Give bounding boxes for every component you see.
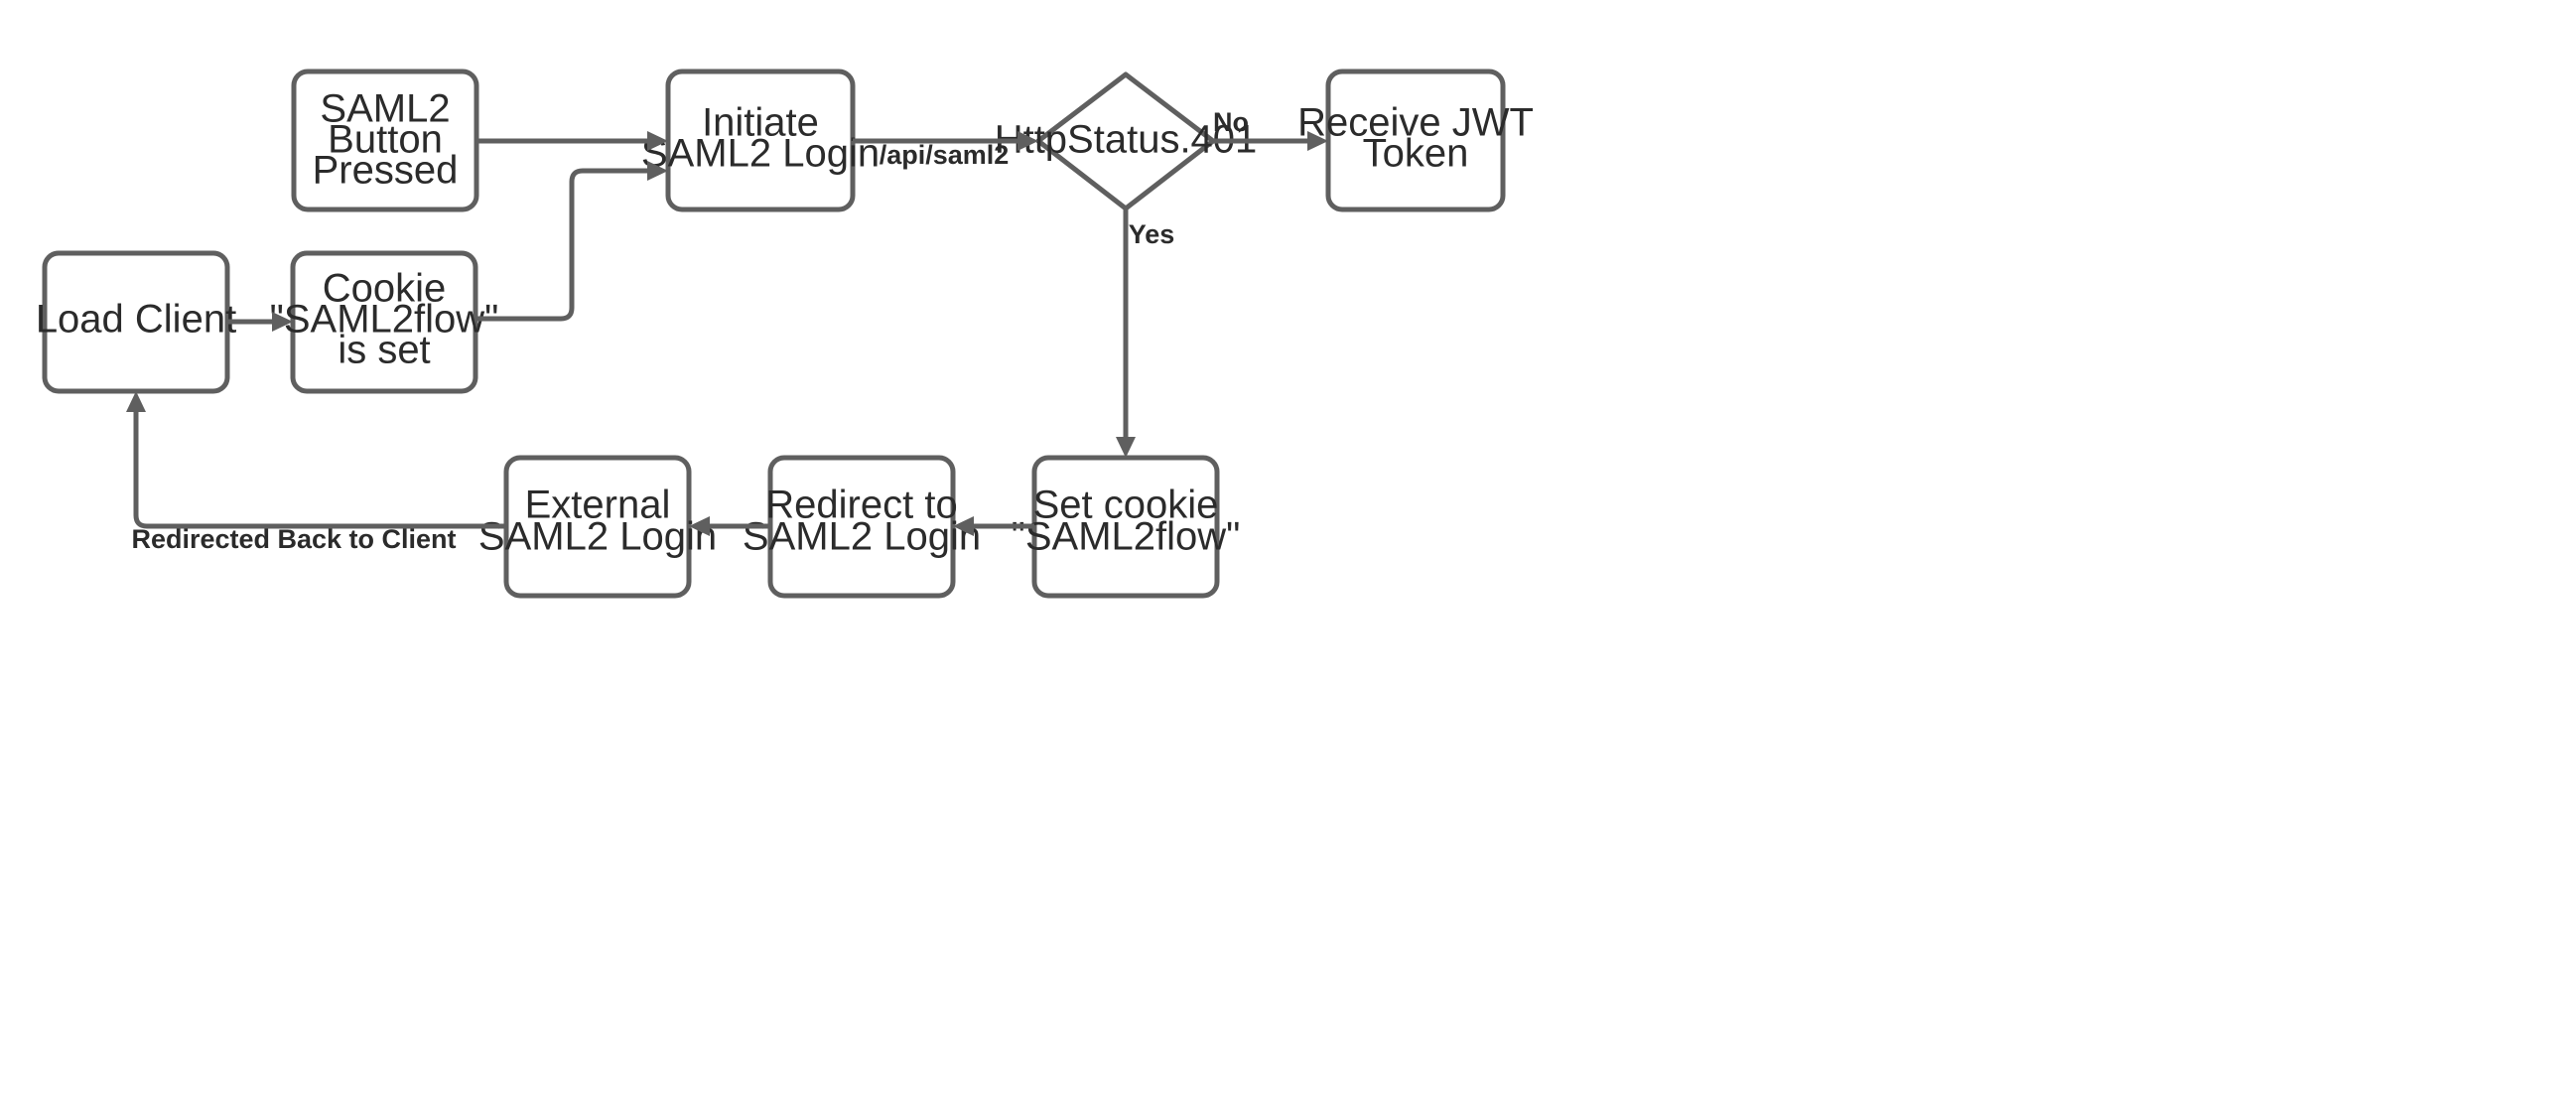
- edge-decision-no-to-jwt: No: [1213, 107, 1328, 151]
- node-label-line: Redirect to: [765, 484, 957, 527]
- node-label-line: SAML2: [320, 87, 450, 131]
- node-label-line: Initiate: [702, 101, 819, 145]
- node-label-line: Receive JWT: [1297, 101, 1534, 145]
- edge-label-redirected-back-to-client: Redirected Back to Client: [131, 524, 456, 554]
- arrowhead-icon: [1307, 131, 1328, 151]
- node-saml2-button-pressed[interactable]: SAML2 Button Pressed: [291, 69, 479, 212]
- edge-label-no: No: [1213, 107, 1249, 137]
- edge-initiate-to-decision: /api/saml2: [853, 131, 1038, 170]
- edge-decision-yes-to-setcookie: Yes: [1116, 208, 1174, 458]
- edge-label-yes: Yes: [1129, 219, 1175, 249]
- edge-label-api-saml2: /api/saml2: [880, 140, 1010, 170]
- edge-loadclient-to-cookie: [227, 312, 293, 332]
- node-label-line: External: [525, 484, 671, 527]
- node-label-line: Load Client: [36, 298, 236, 342]
- node-redirect-to-saml2-login[interactable]: Redirect to SAML2 Login: [743, 455, 981, 599]
- arrowhead-icon: [689, 516, 710, 536]
- node-receive-jwt-token[interactable]: Receive JWT Token: [1297, 69, 1534, 212]
- arrowhead-icon: [126, 391, 146, 412]
- node-cookie-saml2flow-is-set[interactable]: Cookie "SAML2flow" is set: [270, 250, 499, 394]
- edge-path: [475, 168, 651, 322]
- node-label-line: is set: [338, 329, 430, 372]
- arrowhead-icon: [272, 312, 293, 332]
- edge-button-to-initiate: [476, 131, 668, 151]
- edge-redirect-to-external: [689, 516, 770, 536]
- edge-cookie-to-initiate: [475, 161, 668, 322]
- arrowhead-icon: [1017, 131, 1038, 151]
- node-label-line: Button: [328, 118, 443, 162]
- edge-external-to-loadclient: Redirected Back to Client: [126, 391, 506, 554]
- edge-setcookie-to-redirect: [953, 516, 1034, 536]
- node-label-line: SAML2 Login: [641, 132, 880, 176]
- node-label-line: SAML2 Login: [478, 515, 717, 559]
- node-load-client[interactable]: Load Client: [36, 250, 236, 394]
- node-initiate-saml2-login[interactable]: Initiate SAML2 Login: [641, 69, 880, 212]
- arrowhead-icon: [953, 516, 974, 536]
- node-label-line: Set cookie: [1033, 484, 1219, 527]
- node-label-line: "SAML2flow": [270, 298, 499, 342]
- arrowhead-icon: [647, 161, 668, 181]
- arrowhead-icon: [647, 131, 668, 151]
- node-shape-rounded-rect: [290, 250, 478, 394]
- edge-path: [133, 408, 506, 529]
- node-external-saml2-login[interactable]: External SAML2 Login: [478, 455, 717, 599]
- node-set-cookie-saml2flow[interactable]: Set cookie "SAML2flow": [1012, 455, 1241, 599]
- node-label-line: "SAML2flow": [1012, 515, 1241, 559]
- arrowhead-icon: [1116, 437, 1136, 458]
- node-shape-rounded-rect: [1325, 69, 1506, 212]
- node-label-line: SAML2 Login: [743, 515, 981, 559]
- node-label-line: Token: [1363, 132, 1469, 176]
- node-label-line: Cookie: [323, 267, 447, 311]
- node-label-line: Pressed: [313, 149, 459, 193]
